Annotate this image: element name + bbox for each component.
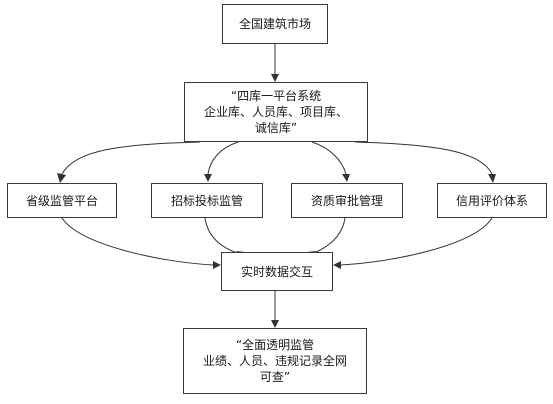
arrow-qualification-to-exchange: [311, 217, 346, 255]
node-transparency-text: “全面透明监管 业绩、人员、违规记录全网 可查”: [203, 337, 347, 385]
arrow-platform-to-qualification: [311, 141, 347, 175]
arrowhead: [57, 173, 66, 183]
node-platform-text: “四库一平台系统 企业库、人员库、项目库、 诚信库”: [204, 88, 348, 136]
node-provincial-text: 省级监管平台: [26, 193, 98, 209]
arrowhead: [213, 261, 221, 269]
node-platform-line-2: 企业库、人员库、项目库、: [203, 105, 348, 119]
node-qualification: 资质审批管理: [291, 183, 403, 218]
node-transparency-line-3: 可查”: [259, 370, 291, 384]
node-platform: “四库一平台系统 企业库、人员库、项目库、 诚信库”: [184, 82, 368, 142]
node-qualification-line-1: 资质审批管理: [310, 193, 383, 208]
arrowhead: [342, 174, 350, 182]
node-qualification-text: 资质审批管理: [311, 193, 383, 209]
arrowhead: [204, 174, 212, 182]
node-bidding-text: 招标投标监管: [171, 193, 243, 209]
node-bidding-line-1: 招标投标监管: [170, 193, 243, 208]
node-platform-line-1: “四库一平台系统: [230, 89, 322, 103]
node-credit-line-1: 信用评价体系: [455, 193, 528, 208]
arrowhead: [271, 320, 279, 328]
node-exchange-text: 实时数据交互: [241, 264, 313, 280]
arrowhead: [488, 174, 496, 183]
node-transparency-line-1: “全面透明监管: [235, 338, 315, 352]
node-transparency: “全面透明监管 业绩、人员、违规记录全网 可查”: [183, 328, 367, 394]
arrow-credit-to-exchange: [340, 217, 493, 266]
node-provincial: 省级监管平台: [7, 183, 117, 218]
node-market: 全国建筑市场: [222, 4, 328, 44]
node-exchange-line-1: 实时数据交互: [240, 264, 313, 279]
node-provincial-line-1: 省级监管平台: [25, 193, 98, 208]
node-bidding: 招标投标监管: [151, 183, 263, 218]
arrowhead: [271, 74, 279, 82]
node-credit-text: 信用评价体系: [456, 193, 528, 209]
node-market-line-1: 全国建筑市场: [238, 17, 311, 31]
arrowhead: [333, 261, 341, 269]
node-exchange: 实时数据交互: [221, 252, 333, 291]
arrow-bidding-to-exchange: [204, 217, 241, 255]
node-platform-line-3: 诚信库”: [254, 121, 298, 135]
arrow-platform-to-credit: [354, 141, 493, 175]
node-credit: 信用评价体系: [437, 183, 547, 218]
node-market-text: 全国建筑市场: [239, 16, 311, 32]
arrow-platform-to-bidding: [207, 141, 239, 175]
arrow-platform-to-provincial: [61, 141, 201, 175]
arrow-provincial-to-exchange: [61, 217, 214, 266]
node-transparency-line-2: 业绩、人员、违规记录全网: [202, 354, 347, 368]
